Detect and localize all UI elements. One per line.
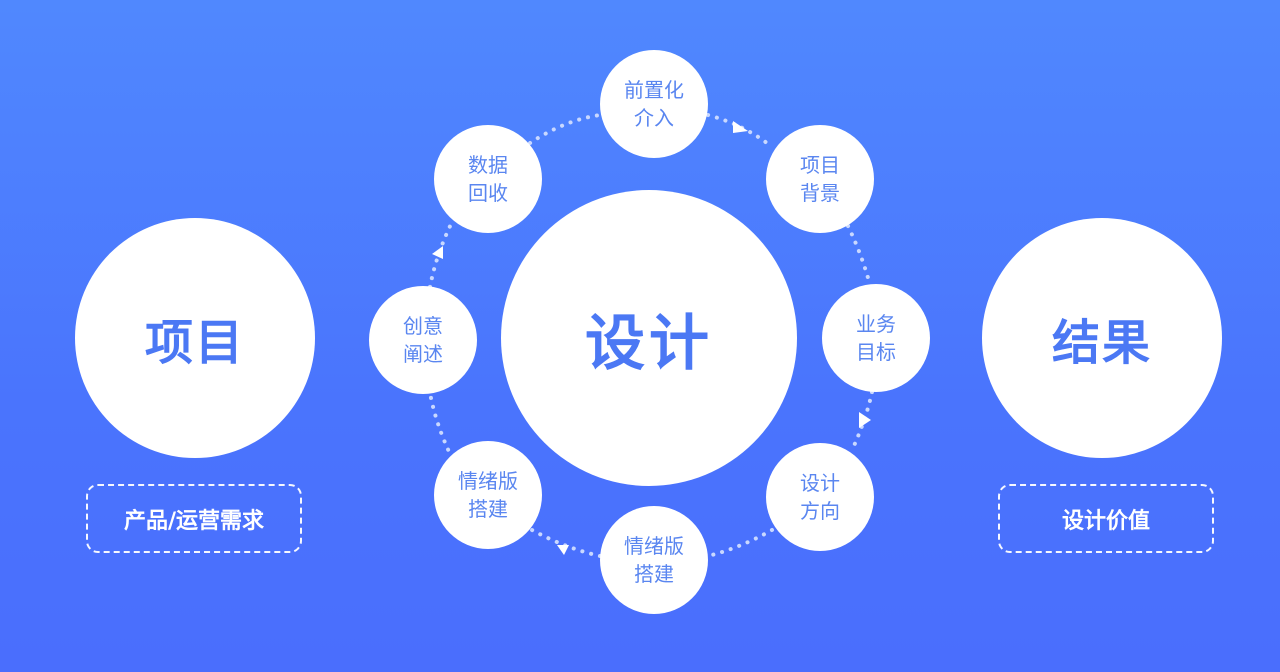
result-circle: 结果 xyxy=(982,218,1222,458)
project-requirement-tag: 产品/运营需求 xyxy=(86,484,302,553)
node-label-line2: 方向 xyxy=(800,499,840,523)
project-circle: 项目 xyxy=(75,218,315,458)
node-label-line2: 目标 xyxy=(856,340,896,364)
node-label-line2: 搭建 xyxy=(468,497,508,521)
design-title: 设计 xyxy=(585,308,713,379)
cycle-node-design-direction: 设计 方向 xyxy=(766,443,874,551)
arrow-icon xyxy=(859,412,871,428)
design-value-label: 设计价值 xyxy=(1061,508,1150,534)
cycle-node-project-background: 项目 背景 xyxy=(766,125,874,233)
node-label-line1: 业务 xyxy=(856,312,896,336)
cycle-node-moodboard-left: 情绪版 搭建 xyxy=(434,441,542,549)
node-label-line2: 背景 xyxy=(800,181,840,205)
design-value-tag: 设计价值 xyxy=(998,484,1214,553)
node-label-line2: 阐述 xyxy=(403,342,443,366)
cycle-node-creative-explanation: 创意 阐述 xyxy=(369,286,477,394)
cycle-node-early-involvement: 前置化 介入 xyxy=(600,50,708,158)
arrow-icon xyxy=(733,121,748,133)
cycle-node-moodboard-bottom: 情绪版 搭建 xyxy=(600,506,708,614)
design-center-circle: 设计 xyxy=(501,190,797,486)
node-label-line1: 项目 xyxy=(800,153,840,177)
node-label-line2: 介入 xyxy=(634,106,674,130)
node-label-line1: 数据 xyxy=(468,153,508,177)
node-label-line2: 搭建 xyxy=(634,562,674,586)
result-title: 结果 xyxy=(1051,315,1152,371)
node-label-line1: 创意 xyxy=(403,314,443,338)
node-label-line1: 情绪版 xyxy=(458,469,518,493)
project-title: 项目 xyxy=(144,315,245,371)
cycle-node-data-collection: 数据 回收 xyxy=(434,125,542,233)
node-label-line1: 前置化 xyxy=(624,78,684,102)
project-requirement-label: 产品/运营需求 xyxy=(123,508,265,534)
arrow-icon xyxy=(432,246,443,259)
node-label-line1: 情绪版 xyxy=(624,534,684,558)
node-label-line2: 回收 xyxy=(468,181,508,205)
node-label-line1: 设计 xyxy=(800,471,840,495)
arrow-icon xyxy=(557,545,569,555)
cycle-node-business-goals: 业务 目标 xyxy=(822,284,930,392)
